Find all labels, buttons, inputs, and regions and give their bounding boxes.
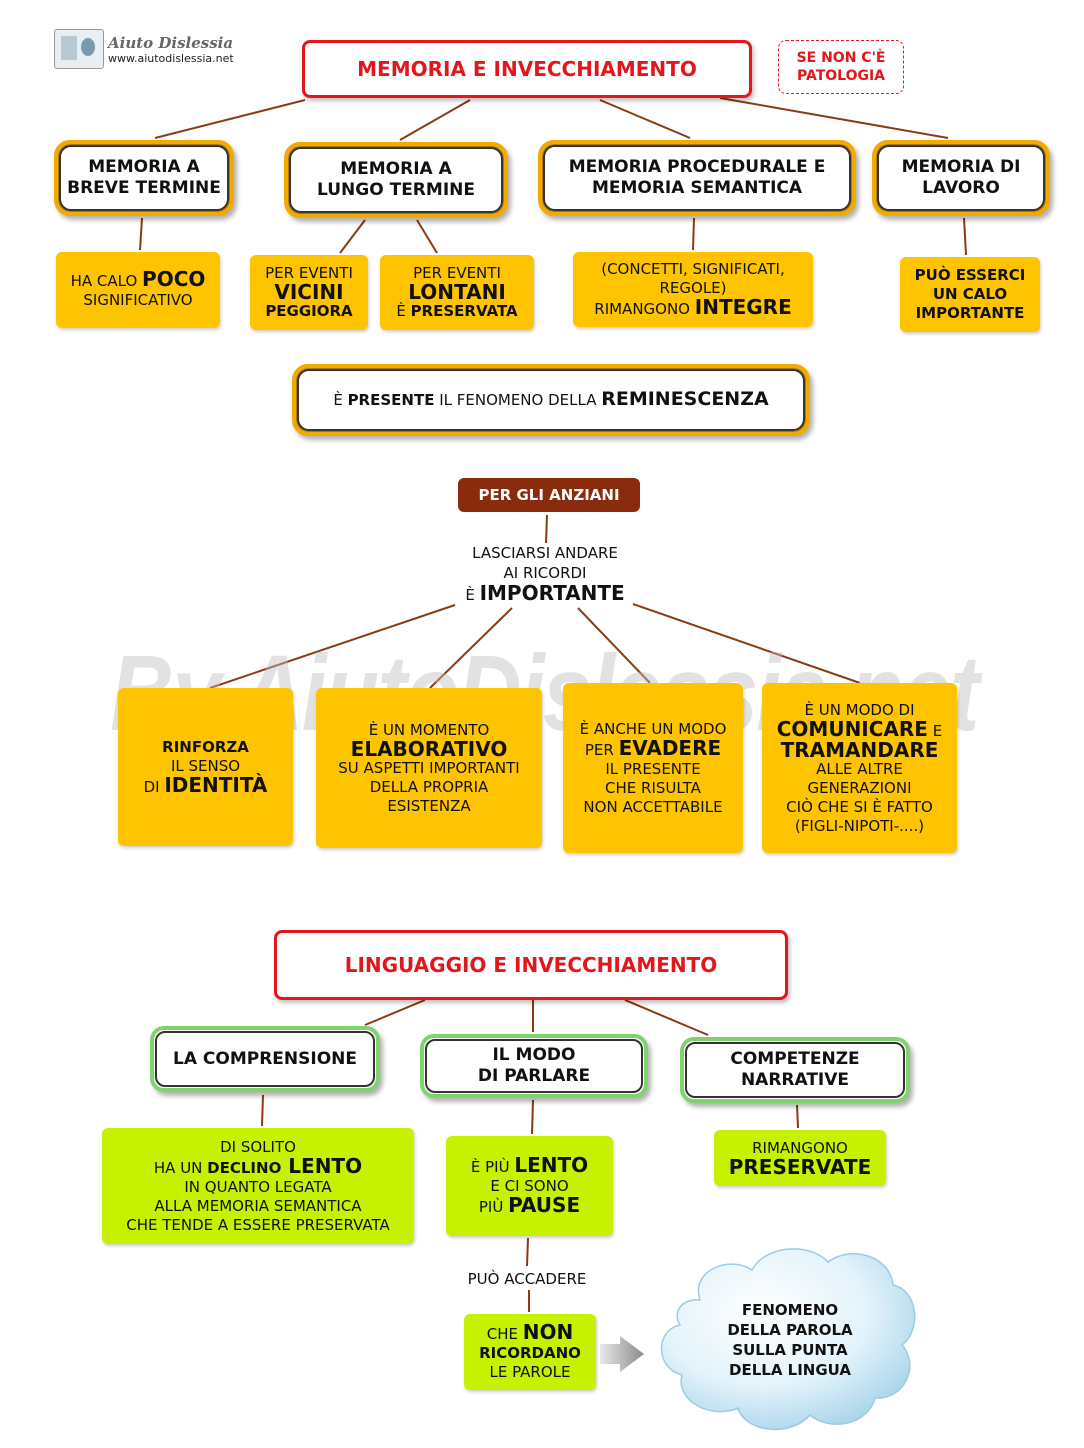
detail-narrative: RIMANGONO PRESERVATE [714, 1130, 886, 1186]
detail-ricordano: CHE NON RICORDANO LE PAROLE [464, 1314, 596, 1390]
detail-lavoro: PUÒ ESSERCI UN CALO IMPORTANTE [900, 257, 1040, 332]
reason-identita: RINFORZA IL SENSO DI IDENTITÀ [118, 688, 293, 846]
arrow-icon [600, 1336, 644, 1372]
cloud-shape [660, 1248, 916, 1431]
reminiscenza-box: È PRESENTE IL FENOMENO DELLA REMINESCENZ… [292, 364, 810, 436]
detail-lontani: PER EVENTI LONTANI È PRESERVATA [380, 255, 534, 330]
detail-vicini: PER EVENTI VICINI PEGGIORA [250, 255, 368, 330]
book-icon [54, 29, 104, 69]
ricordi-text: LASCIARSI ANDARE AI RICORDI È IMPORTANTE [465, 544, 625, 605]
cloud-text: FENOMENO DELLA PAROLA SULLA PUNTA DELLA … [727, 1301, 853, 1379]
patologia-note: SE NON C'È PATOLOGIA [778, 40, 904, 94]
reason-evadere: È ANCHE UN MODO PER EVADERE IL PRESENTE … [563, 683, 743, 853]
anziani-label: PER GLI ANZIANI [458, 478, 640, 512]
logo: Aiuto Dislessia www.aiutodislessia.net [54, 28, 254, 70]
reason-comunicare: È UN MODO DI COMUNICARE E TRAMANDARE ALL… [762, 683, 957, 853]
detail-parlare: È PIÙ LENTO E CI SONO PIÙ PAUSE [446, 1136, 613, 1236]
detail-comprensione: DI SOLITO HA UN DECLINO LENTO IN QUANTO … [102, 1128, 414, 1244]
accadere-text: PUÒ ACCADERE [467, 1270, 587, 1288]
logo-name: Aiuto Dislessia [108, 33, 234, 52]
detail-breve: HA CALO POCO SIGNIFICATIVO [56, 252, 220, 328]
memoria-title: MEMORIA E INVECCHIAMENTO [302, 40, 752, 98]
node-comprensione: LA COMPRENSIONE [150, 1026, 380, 1092]
detail-semantica: (CONCETTI, SIGNIFICATI, REGOLE) RIMANGON… [573, 252, 813, 327]
logo-url: www.aiutodislessia.net [108, 51, 234, 65]
linguaggio-title: LINGUAGGIO E INVECCHIAMENTO [274, 930, 788, 1000]
reason-elaborativo: È UN MOMENTO ELABORATIVO SU ASPETTI IMPO… [316, 688, 542, 848]
